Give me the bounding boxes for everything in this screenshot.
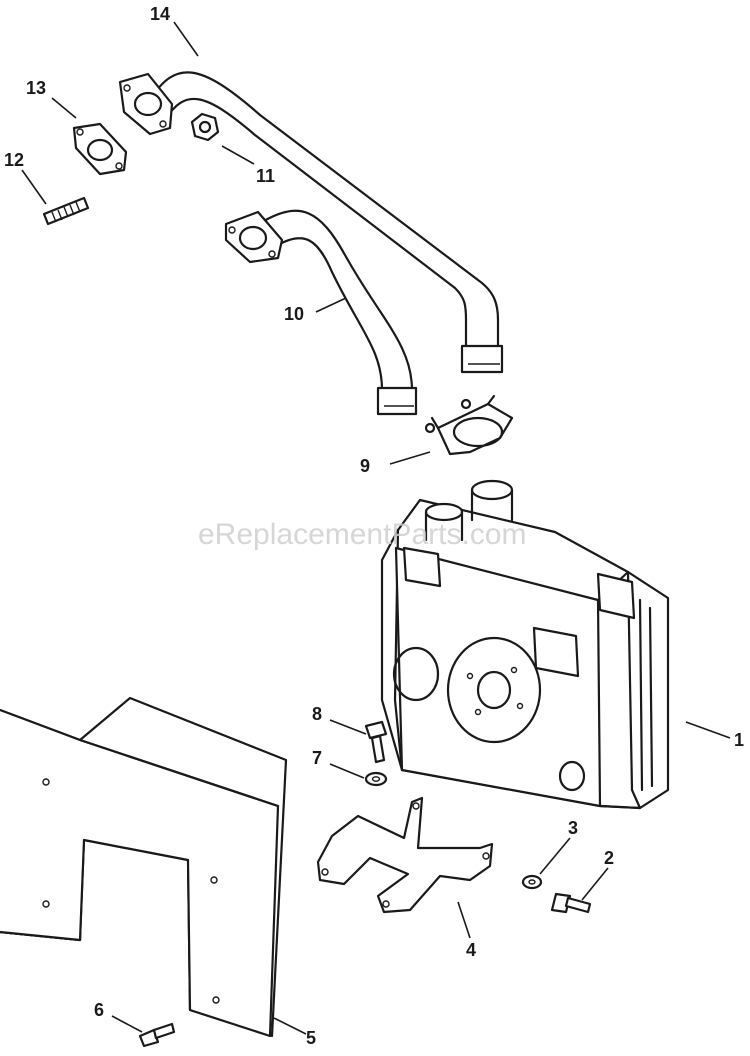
callout-7: 7 [312, 748, 322, 768]
part-3-washer [521, 874, 543, 890]
callout-14: 14 [150, 4, 170, 24]
callout-13: 13 [26, 78, 46, 98]
callout-3: 3 [568, 818, 578, 838]
part-7-washer [364, 771, 388, 787]
part-13-gasket [72, 122, 128, 176]
leader-5 [273, 1017, 307, 1035]
part-2-screw [550, 892, 592, 914]
part-12-stud [42, 196, 90, 226]
part-11-hex-nut [190, 112, 220, 142]
leader-6 [111, 1015, 143, 1033]
leader-8 [329, 719, 367, 735]
leader-7 [329, 763, 365, 779]
part-10-short-exhaust-pipe [224, 209, 418, 416]
callout-11: 11 [256, 166, 275, 186]
callout-numbers: 14 13 12 11 10 9 1 8 7 3 2 4 5 6 [4, 4, 744, 1048]
part-14-long-exhaust-pipe [118, 71, 504, 374]
leader-14 [173, 21, 199, 57]
part-9-clamp [424, 394, 514, 456]
callout-8: 8 [312, 704, 322, 724]
leader-11 [221, 145, 255, 165]
part-4-bracket [316, 796, 494, 914]
leader-lines [21, 21, 731, 1035]
leader-9 [389, 451, 431, 465]
part-6-screw [138, 1022, 176, 1048]
leader-3 [539, 837, 571, 875]
watermark-text: eReplacementParts.com [198, 518, 526, 551]
leader-12 [21, 169, 47, 205]
leader-13 [51, 97, 77, 119]
part-1-muffler [380, 479, 670, 810]
callout-12: 12 [4, 150, 24, 170]
leader-1 [685, 721, 731, 739]
leader-4 [457, 901, 471, 939]
callout-2: 2 [604, 848, 614, 868]
callout-10: 10 [284, 304, 304, 324]
callout-9: 9 [360, 456, 370, 476]
callout-1: 1 [734, 730, 744, 750]
part-5-heat-shield [0, 696, 288, 1038]
callout-6: 6 [94, 1000, 104, 1020]
leader-10 [315, 297, 347, 313]
callout-5: 5 [306, 1028, 316, 1048]
callout-4: 4 [466, 940, 476, 960]
leader-2 [581, 867, 609, 901]
part-8-screw [364, 720, 388, 764]
